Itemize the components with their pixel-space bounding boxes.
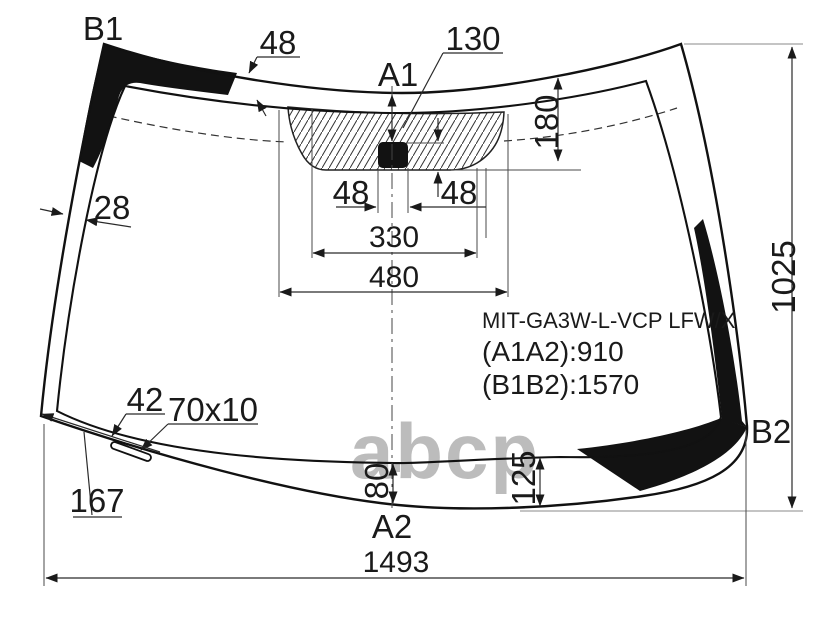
part-dim-b1b2: (B1B2):1570 [482, 369, 639, 400]
dim-slot-size-value: 70x10 [168, 391, 258, 428]
dim-top-band: 48 [248, 24, 300, 117]
dim-slot-offset-value: 42 [127, 381, 164, 418]
black-band-top-left [79, 44, 237, 168]
part-number: MIT-GA3W-L-VCP LFW/X [482, 308, 736, 333]
label-b2: B2 [751, 413, 791, 450]
dim-slot-from-edge-value: 167 [69, 482, 124, 519]
dim-shade-outer-width-value: 480 [369, 261, 419, 294]
label-b1: B1 [83, 10, 123, 47]
black-band-right [694, 219, 747, 427]
dim-bottom-band-right: 125 [505, 450, 545, 507]
dim-slot-size: 70x10 [140, 391, 258, 451]
dim-bottom-band-right-value: 125 [505, 450, 542, 505]
dim-pad-left-value: 48 [333, 174, 370, 211]
part-dim-a1a2: (A1A2):910 [482, 336, 624, 367]
dim-pad-right-value: 48 [441, 174, 478, 211]
dim-mirror-from-top-value: 130 [445, 20, 500, 57]
dim-bottom-band-center: 80 [358, 463, 398, 504]
dim-pad-48-48: 48 48 [333, 168, 487, 238]
glass-inner-outline [55, 79, 723, 465]
dim-shade-inner-width: 330 [311, 108, 478, 258]
dim-top-band-value: 48 [260, 24, 297, 61]
dim-pad-reference [407, 118, 444, 197]
dim-slot-from-edge: 167 [41, 413, 161, 519]
dim-shade-height-value: 180 [528, 94, 565, 149]
black-band-bottom-right [577, 418, 747, 491]
dim-shade-height: 180 [451, 77, 581, 171]
dim-glass-height: 1025 [520, 43, 803, 512]
dim-slot-offset: 42 [111, 381, 165, 437]
dim-side-band: 28 [39, 189, 132, 228]
frit-dashed-line-left [95, 112, 289, 143]
dim-glass-height-value: 1025 [765, 240, 802, 313]
dim-bottom-band-center-value: 80 [358, 463, 395, 500]
dim-shade-outer-width: 480 [278, 110, 509, 297]
glass-outer-outline [39, 42, 749, 510]
label-a2: A2 [372, 508, 412, 545]
dim-mirror-from-top: 130 [387, 20, 503, 142]
dim-side-band-value: 28 [94, 189, 131, 226]
mirror-mount-pad [378, 142, 408, 168]
dim-shade-inner-width-value: 330 [369, 221, 419, 254]
dim-glass-width: 1493 [43, 424, 747, 586]
part-info: MIT-GA3W-L-VCP LFW/X (A1A2):910 (B1B2):1… [482, 308, 736, 400]
watermark: abcp [350, 407, 540, 495]
bottom-slot-70x10 [110, 441, 152, 462]
dim-glass-width-value: 1493 [363, 546, 430, 579]
label-a1: A1 [378, 56, 418, 93]
watermark-text: abcp [350, 407, 540, 495]
